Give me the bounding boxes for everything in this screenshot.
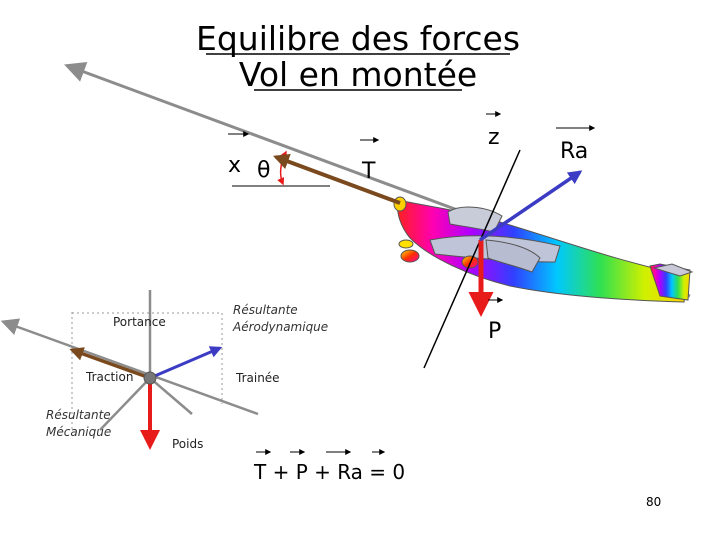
- aero-resultant-vector: [479, 170, 583, 242]
- label-P: P: [488, 319, 501, 344]
- side-panel: [485, 239, 541, 273]
- force-decomposition-diagram: Portance Résultante Aérodynamique Tracti…: [0, 290, 328, 451]
- small-flight-axis: [0, 318, 259, 416]
- label-Ra: Ra: [560, 139, 588, 164]
- label-poids: Poids: [172, 437, 203, 451]
- tail-tip: [652, 263, 694, 277]
- label-theta: θ: [257, 158, 270, 183]
- label-trainee: Trainée: [235, 371, 280, 385]
- label-resultante-meca-1: Résultante: [46, 408, 111, 422]
- small-center-point: [143, 371, 157, 385]
- label-z: z: [488, 125, 500, 150]
- nose-wheel-fairing: [398, 239, 414, 249]
- title-line-2: Vol en montée: [239, 55, 477, 94]
- airplane: [393, 196, 694, 303]
- label-portance: Portance: [113, 315, 166, 329]
- label-x: x: [228, 153, 241, 178]
- label-traction: Traction: [85, 370, 133, 384]
- label-T: T: [361, 159, 376, 184]
- small-aero-vector: [149, 346, 223, 380]
- page-number: 80: [646, 495, 661, 509]
- label-resultante-meca-2: Mécanique: [46, 425, 111, 439]
- small-traction-vector: [69, 347, 151, 380]
- title-line-1: Equilibre des forces: [196, 19, 520, 58]
- label-resultante-aero-2: Aérodynamique: [232, 320, 328, 334]
- thrust-vector: [272, 153, 401, 205]
- label-resultante-aero-1: Résultante: [233, 303, 298, 317]
- nose-wheel: [400, 249, 420, 263]
- equation-group: T + P + Ra = 0: [253, 449, 405, 484]
- theta-angle-arc: [277, 150, 287, 186]
- small-normal-axis: [149, 377, 193, 415]
- equation: T + P + Ra = 0: [253, 460, 405, 484]
- z-axis: [423, 149, 521, 369]
- small-resultant-axis: [99, 377, 151, 431]
- propeller-spinner: [393, 196, 407, 212]
